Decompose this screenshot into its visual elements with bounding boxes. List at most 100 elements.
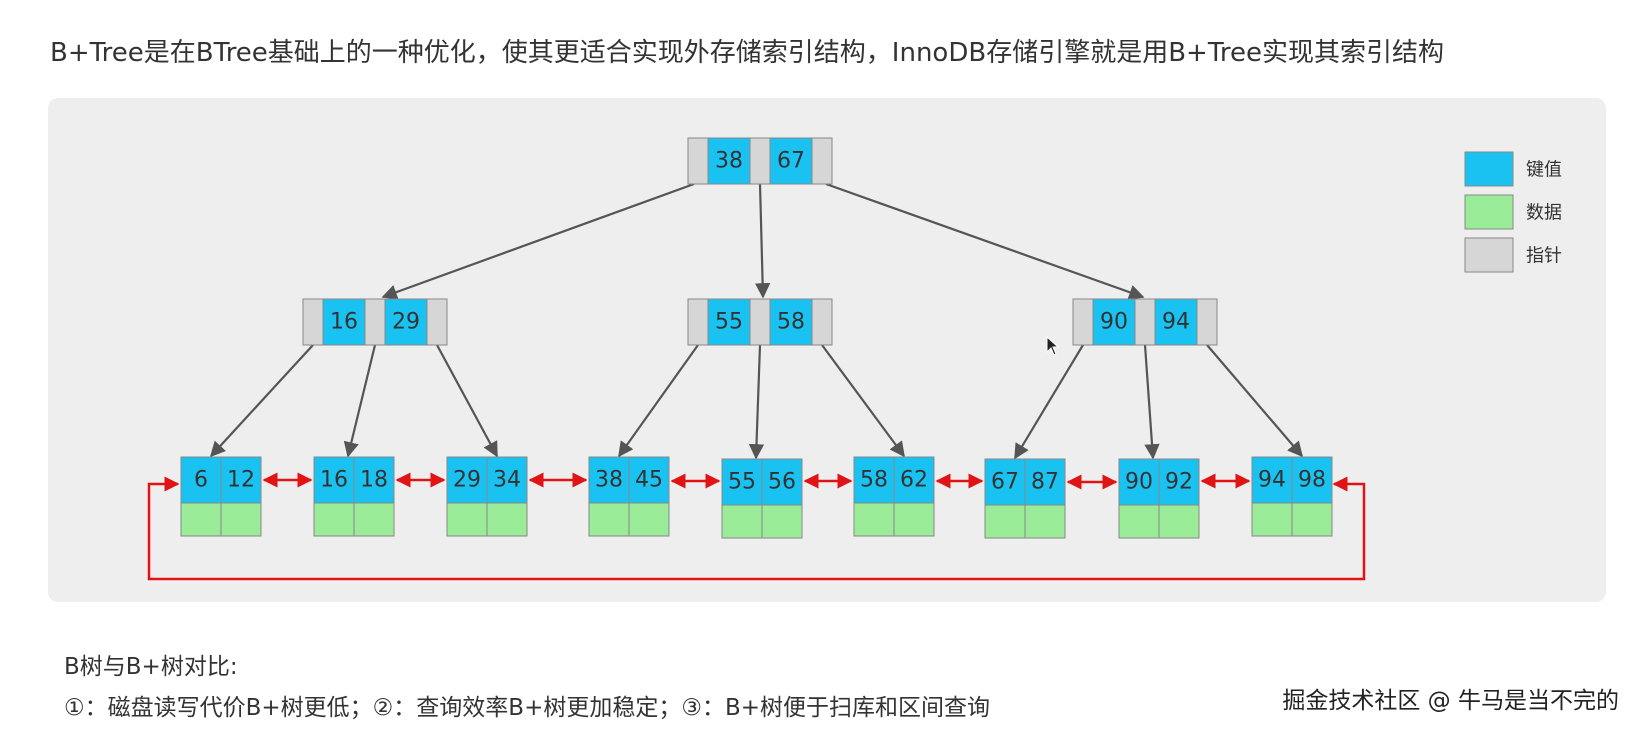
pointer-cell	[811, 137, 833, 185]
pointer-cell	[302, 298, 324, 346]
key-value: 56	[768, 470, 796, 495]
data-cell	[313, 502, 355, 537]
comparison-title: B树与B+树对比:	[64, 654, 238, 680]
circular-link-arrow	[147, 476, 1366, 581]
key-value: 16	[330, 310, 358, 335]
key-value: 90	[1100, 310, 1128, 335]
legend-item: 数据	[1464, 194, 1562, 230]
data-cell	[1291, 502, 1333, 537]
key-cell	[180, 456, 222, 504]
tree-edges	[209, 182, 1304, 460]
key-cell	[1154, 298, 1198, 346]
key-value: 16	[320, 468, 348, 493]
data-cell	[588, 502, 630, 537]
legend-label: 键值	[1526, 160, 1562, 181]
key-value: 38	[595, 468, 623, 493]
data-cell	[1118, 504, 1160, 539]
legend-label: 指针	[1526, 246, 1562, 267]
key-value: 58	[777, 310, 805, 335]
comparison-points: ①：磁盘读写代价B+树更低；②：查询效率B+树更加稳定；③：B+树便于扫库和区间…	[64, 695, 991, 721]
key-cell	[984, 458, 1026, 506]
leaf-node: 29 34	[446, 456, 528, 537]
key-value: 94	[1162, 310, 1190, 335]
legend-swatch	[1464, 237, 1514, 273]
internal-node: 55 58	[687, 298, 833, 346]
key-cell	[322, 298, 366, 346]
key-value: 67	[777, 149, 805, 174]
key-value: 87	[1031, 470, 1059, 495]
root-node: 38 67	[687, 137, 833, 185]
pointer-arrow	[618, 344, 699, 458]
data-cell	[220, 502, 262, 537]
pointer-arrow	[436, 344, 498, 458]
key-cell	[707, 298, 751, 346]
pointer-cell	[749, 137, 771, 185]
pointer-cell	[687, 137, 709, 185]
key-value: 55	[715, 310, 743, 335]
legend-label: 数据	[1526, 203, 1562, 224]
leaf-node: 6 12	[180, 456, 262, 537]
legend-item: 键值	[1464, 151, 1562, 187]
key-cell	[1024, 458, 1066, 506]
pointer-arrow	[1206, 344, 1304, 458]
legend-item: 指针	[1464, 237, 1562, 273]
internal-node: 90 94	[1072, 298, 1218, 346]
key-value: 98	[1298, 468, 1326, 493]
leaf-links	[147, 472, 1366, 581]
key-value: 45	[635, 468, 663, 493]
data-cell	[853, 502, 895, 537]
legend-swatch	[1464, 194, 1514, 230]
key-value: 55	[728, 470, 756, 495]
key-value: 38	[715, 149, 743, 174]
key-cell	[353, 456, 395, 504]
data-cell	[180, 502, 222, 537]
key-value: 94	[1258, 468, 1286, 493]
key-value: 62	[900, 468, 928, 493]
key-value: 12	[227, 468, 255, 493]
leaf-node: 94 98	[1251, 456, 1333, 537]
key-value: 29	[453, 468, 481, 493]
pointer-cell	[811, 298, 833, 346]
data-cell	[761, 504, 803, 539]
pointer-arrow	[821, 344, 905, 458]
legend-swatch	[1464, 151, 1514, 187]
key-cell	[1251, 456, 1293, 504]
mouse-cursor-icon	[1046, 335, 1060, 360]
data-cell	[446, 502, 488, 537]
watermark: 掘金技术社区 @ 牛马是当不完的	[1282, 688, 1619, 714]
data-cell	[984, 504, 1026, 539]
pointer-arrow	[1014, 344, 1084, 460]
pointer-cell	[687, 298, 709, 346]
leaf-node: 55 56	[721, 458, 803, 539]
key-cell	[628, 456, 670, 504]
key-value: 29	[392, 310, 420, 335]
pointer-arrow	[209, 344, 314, 458]
key-cell	[761, 458, 803, 506]
pointer-arrow	[825, 182, 1145, 300]
data-cell	[1024, 504, 1066, 539]
key-cell	[1291, 456, 1333, 504]
key-cell	[446, 456, 488, 504]
pointer-cell	[1072, 298, 1094, 346]
data-cell	[893, 502, 935, 537]
pointer-cell	[1134, 298, 1156, 346]
key-cell	[1092, 298, 1136, 346]
key-value: 90	[1125, 470, 1153, 495]
key-cell	[1158, 458, 1200, 506]
leaf-node: 90 92	[1118, 458, 1200, 539]
key-value: 92	[1165, 470, 1193, 495]
data-cell	[486, 502, 528, 537]
data-cell	[1158, 504, 1200, 539]
key-value: 34	[493, 468, 521, 493]
key-value: 6	[194, 468, 208, 493]
pointer-arrow	[343, 344, 377, 458]
pointer-arrow	[1143, 344, 1160, 460]
key-cell	[893, 456, 935, 504]
pointer-cell	[1196, 298, 1218, 346]
pointer-arrow	[381, 182, 695, 300]
pointer-arrow	[748, 344, 765, 460]
